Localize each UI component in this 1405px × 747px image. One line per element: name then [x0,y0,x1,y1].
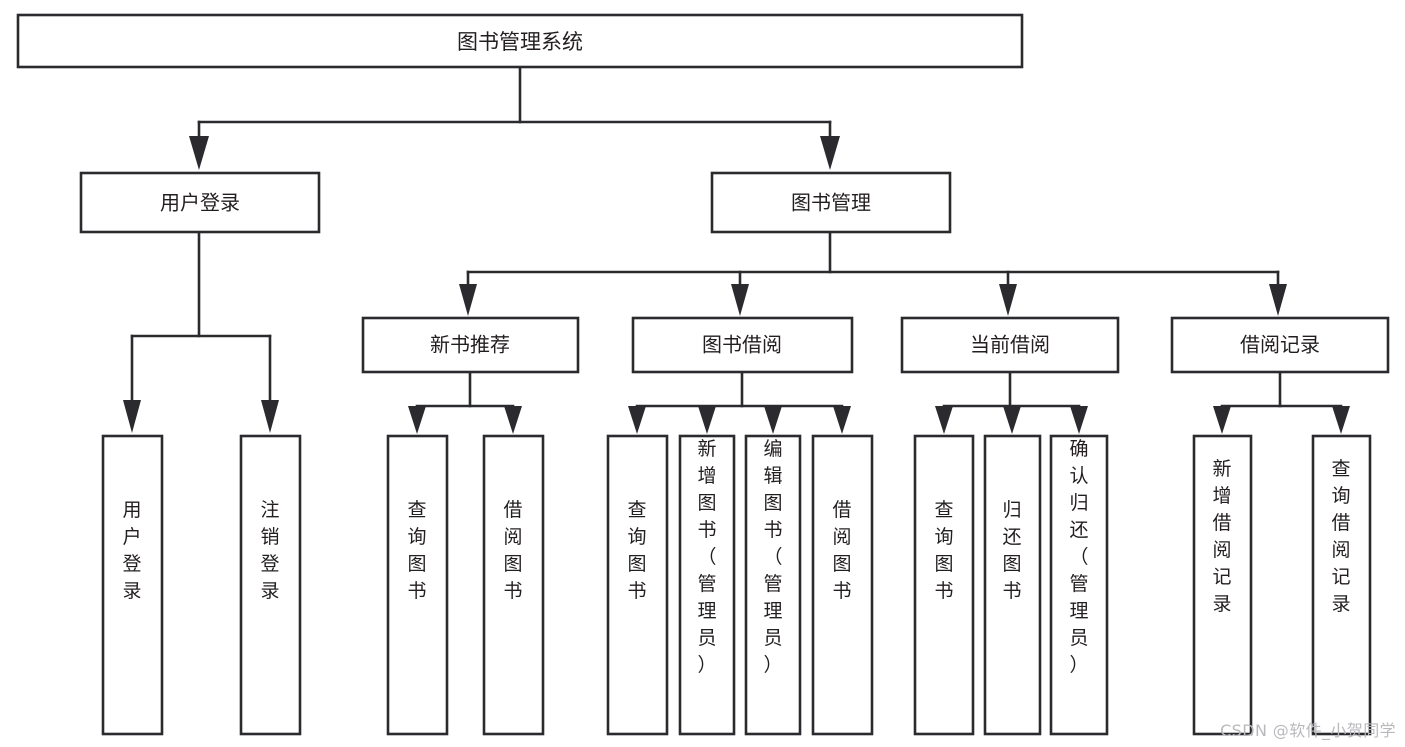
node-root-box[interactable] [16,13,1024,69]
connector-group-user-login [123,230,279,433]
leaf-node[interactable]: 归还图书 [983,434,1042,736]
node-book-manage-label: 图书管理 [791,191,871,215]
leaf-current-borrow-1-label: 查询图书 [934,499,953,602]
node-root-label: 图书管理系统 [457,30,583,54]
node-current-borrow[interactable]: 当前借阅 [900,316,1120,374]
leaf-node[interactable]: 查询借阅记录 [1311,434,1372,736]
leaf-book-borrow-1-box[interactable] [606,434,669,736]
node-root[interactable]: 图书管理系统 [16,13,1024,69]
arrow-bm-to-borrow-record [1269,284,1287,316]
node-book-borrow[interactable]: 图书借阅 [631,316,854,374]
leaf-new-book-rec-1-label: 查询图书 [407,499,426,602]
csdn-watermark: CSDN @软件_小贺同学 [1220,721,1396,740]
arrow-cb-leaf-2 [1003,406,1021,434]
leaf-current-borrow-3-box[interactable] [1049,434,1109,736]
leaf-node[interactable]: 查询图书 [913,434,975,736]
leaf-current-borrow-2-label: 归还图书 [1002,499,1021,602]
leaf-node[interactable]: 编辑图书（管理员） [744,434,802,736]
arrow-bb-leaf-1 [628,406,646,434]
arrow-root-to-user-login [189,136,209,170]
connector-group-new-book-rec [408,370,522,434]
leaf-new-book-rec-2-label: 借阅图书 [503,499,522,602]
arrow-nbr-leaf-1 [408,406,426,434]
leaf-borrow-record-1-label: 新增借阅记录 [1212,458,1231,615]
arrow-bb-leaf-2 [698,406,716,434]
arrow-nbr-leaf-2 [504,406,522,434]
node-book-borrow-box[interactable] [631,316,854,374]
connector-group-current-borrow [935,370,1088,434]
node-user-login[interactable]: 用户登录 [79,171,321,234]
node-book-borrow-label: 图书借阅 [702,333,782,357]
leaf-user-login-2-label: 注销登录 [260,499,279,602]
leaf-node[interactable]: 借阅图书 [811,434,874,736]
leaf-node[interactable]: 查询图书 [606,434,669,736]
arrow-bm-to-current-borrow [999,284,1017,316]
leaf-node[interactable]: 用户登录 [101,434,164,736]
leaf-current-borrow-1-box[interactable] [913,434,975,736]
node-borrow-record[interactable]: 借阅记录 [1170,316,1390,374]
leaf-current-borrow-2-box[interactable] [983,434,1042,736]
arrow-br-leaf-2 [1332,406,1350,434]
leaf-book-borrow-3-label: 编辑图书（管理员） [763,438,782,676]
node-book-manage-box[interactable] [710,171,952,234]
arrow-ul-leaf-2 [261,400,279,433]
leaf-node[interactable]: 新增图书（管理员） [678,434,736,736]
leaf-node[interactable]: 注销登录 [239,434,302,736]
leaf-user-login-2-box[interactable] [239,434,302,736]
arrow-bb-leaf-4 [833,406,851,434]
arrow-cb-leaf-1 [935,406,953,434]
leaf-node[interactable]: 查询图书 [386,434,449,736]
leaf-user-login-1-box[interactable] [101,434,164,736]
leaf-user-login-1-label: 用户登录 [122,499,141,602]
connector-group-borrow-record [1213,370,1350,434]
node-current-borrow-label: 当前借阅 [970,333,1050,357]
leaf-borrow-record-2-label: 查询借阅记录 [1331,458,1350,615]
arrow-br-leaf-1 [1213,406,1231,434]
arrow-root-to-book-manage [820,136,840,170]
connector-group-book-manage [459,230,1287,316]
leaf-node[interactable]: 借阅图书 [482,434,545,736]
leaf-new-book-rec-2-box[interactable] [482,434,545,736]
leaf-borrow-record-2-box[interactable] [1311,434,1372,736]
leaf-node[interactable]: 新增借阅记录 [1192,434,1253,736]
leaf-new-book-rec-1-box[interactable] [386,434,449,736]
leaf-current-borrow-3-label: 确认归还（管理员） [1069,438,1088,676]
leaf-book-borrow-4-box[interactable] [811,434,874,736]
node-book-manage[interactable]: 图书管理 [710,171,952,234]
connector-group-book-borrow [628,370,851,434]
arrow-bm-to-new-book-rec [459,284,477,316]
leaf-book-borrow-1-label: 查询图书 [627,499,646,602]
leaf-book-borrow-4-label: 借阅图书 [832,499,851,602]
leaf-borrow-record-1-box[interactable] [1192,434,1253,736]
node-user-login-box[interactable] [79,171,321,234]
node-new-book-rec-box[interactable] [361,316,580,374]
node-user-login-label: 用户登录 [160,191,240,215]
node-current-borrow-box[interactable] [900,316,1120,374]
arrow-cb-leaf-3 [1070,406,1088,434]
arrow-ul-leaf-1 [123,400,141,433]
node-new-book-rec-label: 新书推荐 [430,333,510,357]
node-borrow-record-box[interactable] [1170,316,1390,374]
leaf-book-borrow-2-box[interactable] [678,434,736,736]
arrow-bb-leaf-3 [764,406,782,434]
leaf-book-borrow-3-box[interactable] [744,434,802,736]
connector-group-root [189,65,840,170]
arrow-bm-to-book-borrow [731,284,749,316]
node-borrow-record-label: 借阅记录 [1240,333,1320,357]
leaf-node[interactable]: 确认归还（管理员） [1049,434,1109,736]
leaf-book-borrow-2-label: 新增图书（管理员） [697,438,716,676]
node-new-book-rec[interactable]: 新书推荐 [361,316,580,374]
